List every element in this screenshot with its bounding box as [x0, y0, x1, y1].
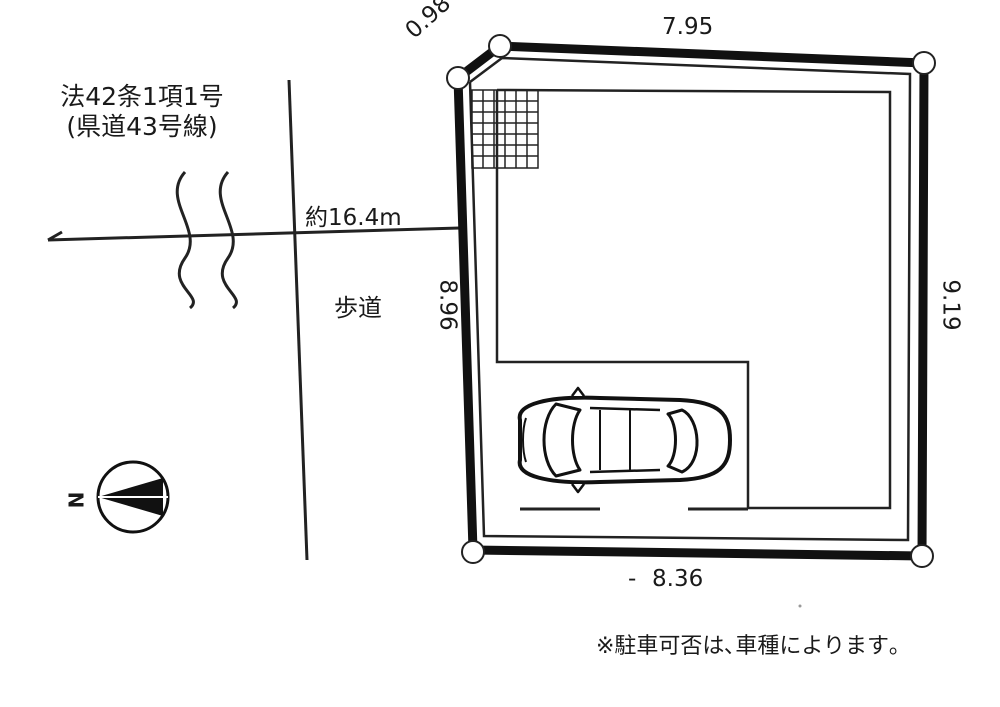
dimension-right: 9.19: [937, 279, 964, 331]
compass-icon: [96, 460, 170, 534]
road-line: [47, 226, 461, 242]
road-break-marks: [175, 171, 238, 310]
sidewalk-label: 歩道: [334, 294, 382, 322]
stray-dot: [798, 604, 802, 608]
compass-label: N: [64, 491, 89, 509]
dimension-bottom-tick: -: [628, 566, 637, 592]
grid-block: [471, 89, 539, 169]
sidewalk-line: [287, 79, 309, 561]
parking-note: ※駐車可否は､車種によります｡: [596, 634, 900, 659]
road-label-line2: (県道43号線): [66, 112, 218, 141]
corner-markers: [446, 34, 936, 568]
dimension-bottom: 8.36: [652, 566, 704, 592]
car-icon: [517, 386, 732, 494]
road-distance-label: 約16.4m: [305, 205, 402, 231]
dimension-left: 8.96: [434, 279, 461, 331]
road-label: 法42条1項1号 (県道43号線): [22, 82, 262, 142]
road-label-line1: 法42条1項1号: [60, 82, 224, 111]
dimension-top: 7.95: [662, 14, 714, 40]
